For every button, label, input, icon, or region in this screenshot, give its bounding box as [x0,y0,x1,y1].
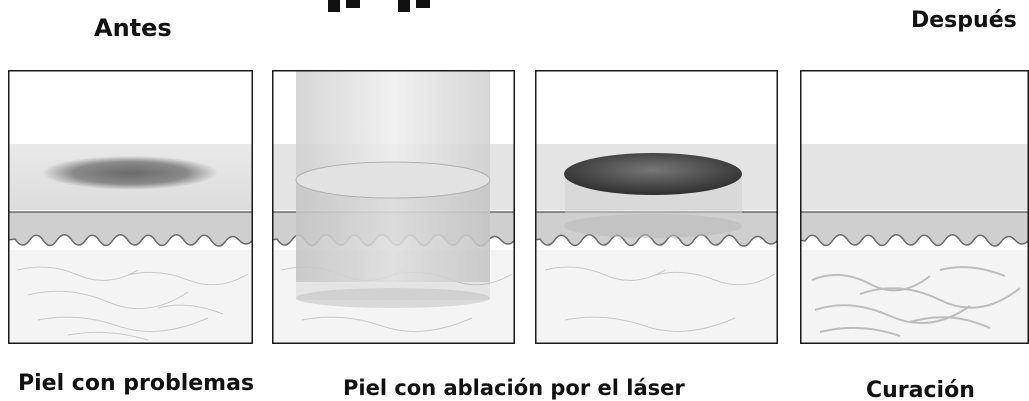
dermal-junction [8,211,253,247]
label-laser-ablation: Piel con ablación por el láser [343,376,685,400]
label-problem-skin: Piel con problemas [18,371,255,396]
skin-lesion [42,156,218,190]
panel-ablated [535,70,778,344]
new-collagen-fibers [811,266,1021,337]
panel-laser-beam [272,70,515,344]
ablated-lesion-disc [564,153,742,195]
label-before: Antes [94,14,172,42]
dermis-layer [8,250,253,344]
panel-before [8,70,253,344]
label-healing: Curación [866,378,975,401]
panel-healed [800,70,1029,344]
cropped-title-fragment [328,0,430,12]
label-after: Después [911,8,1017,33]
